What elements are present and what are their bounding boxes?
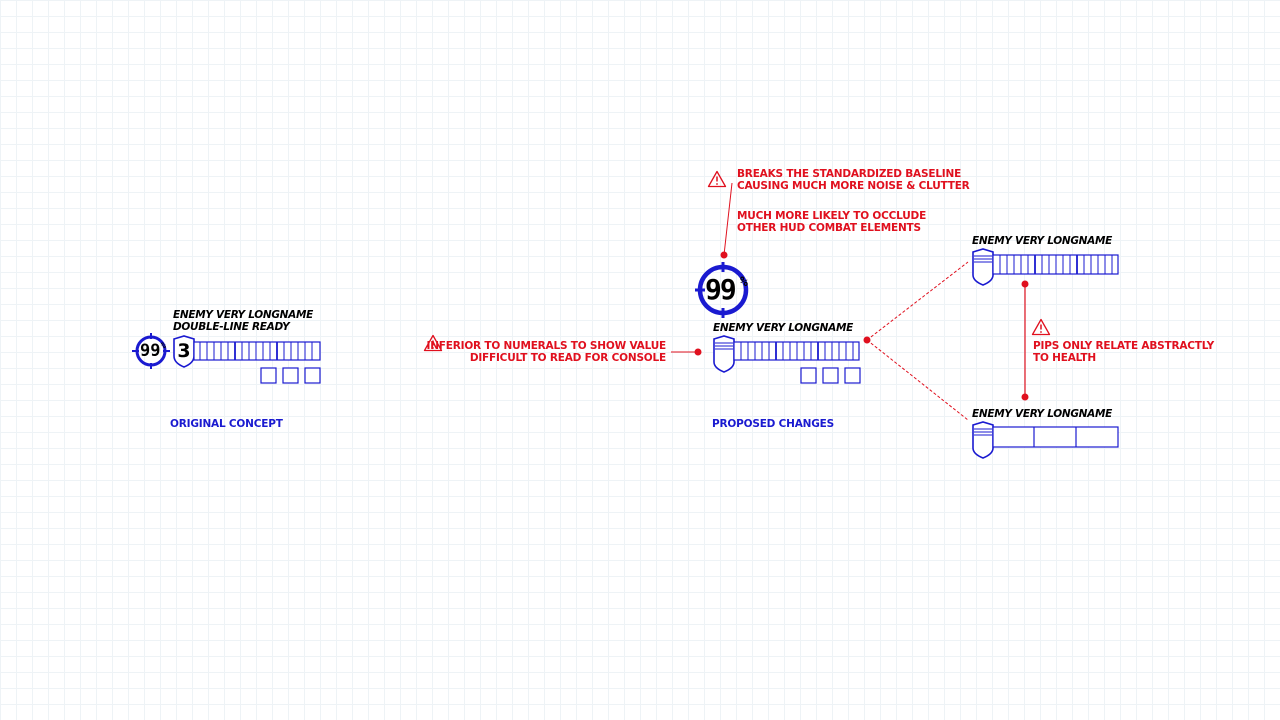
variant-a-enemy-name: ENEMY VERY LONGNAME [972,235,1113,247]
variant-a-health-bar [992,254,1119,275]
note-pips-line1: PIPS ONLY RELATE ABSTRACTLY [1033,340,1214,352]
original-enemy-name: ENEMY VERY LONGNAME DOUBLE-LINE READY [173,309,313,333]
proposed-reticle-icon [695,262,749,318]
note-pips-line2: TO HEALTH [1033,352,1096,364]
note-baseline-line2: CAUSING MUCH MORE NOISE & CLUTTER [737,180,970,192]
proposed-accuracy-value: 99 [705,273,737,306]
original-name-line2: DOUBLE-LINE READY [173,321,290,333]
original-status-slots [260,367,321,384]
proposed-accuracy-unit: % [740,275,748,290]
variant-b-enemy-name: ENEMY VERY LONGNAME [972,408,1113,420]
variant-b-health-bar [992,426,1119,448]
proposed-shield-icon [713,335,735,373]
annotation-connectors [671,182,1029,421]
original-accuracy-value: 99 [140,341,161,361]
proposed-caption: PROPOSED CHANGES [712,418,834,430]
original-accuracy-unit: % [161,341,166,350]
variant-a-shield-icon [972,248,994,286]
warning-icon [707,170,727,188]
original-reticle-icon [132,333,170,369]
note-inferior: INFERIOR TO NUMERALS TO SHOW VALUE DIFFI… [426,340,666,364]
original-health-bar [193,341,321,361]
note-occlude: MUCH MORE LIKELY TO OCCLUDE OTHER HUD CO… [737,210,926,234]
note-baseline: BREAKS THE STANDARDIZED BASELINE CAUSING… [737,168,970,192]
original-name-line1: ENEMY VERY LONGNAME [173,309,314,321]
proposed-enemy-name: ENEMY VERY LONGNAME [713,322,854,334]
original-caption: ORIGINAL CONCEPT [170,418,283,430]
note-inferior-line2: DIFFICULT TO READ FOR CONSOLE [469,352,666,364]
proposed-health-bar [733,341,860,361]
note-occlude-line2: OTHER HUD COMBAT ELEMENTS [737,222,921,234]
warning-icon [423,334,443,352]
original-level-number: 3 [177,340,191,362]
variant-b-shield-icon [972,421,994,459]
note-inferior-line1: INFERIOR TO NUMERALS TO SHOW VALUE [426,340,666,352]
note-baseline-line1: BREAKS THE STANDARDIZED BASELINE [737,168,962,180]
note-pips: PIPS ONLY RELATE ABSTRACTLY TO HEALTH [1033,340,1214,364]
proposed-status-slots [800,367,861,384]
warning-icon [1031,318,1051,336]
note-occlude-line1: MUCH MORE LIKELY TO OCCLUDE [737,210,927,222]
